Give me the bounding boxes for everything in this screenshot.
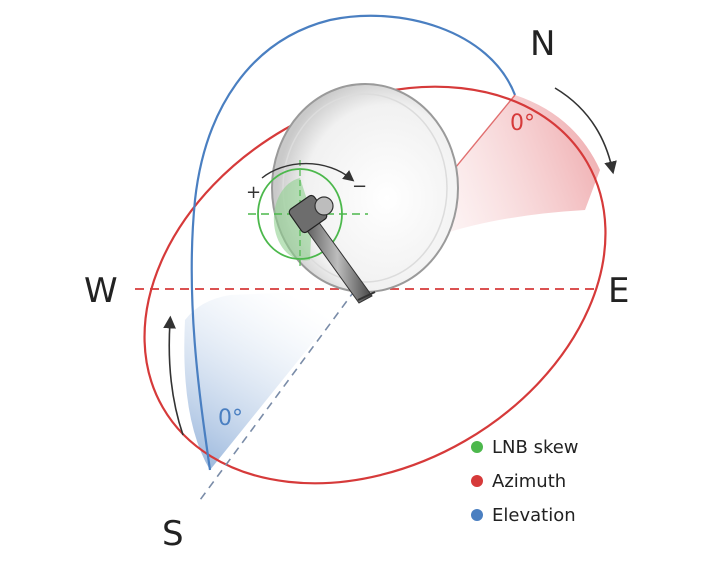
skew-minus-label: − [352, 176, 367, 197]
legend-dot-lnb-skew [471, 441, 483, 453]
elevation-reference-line [199, 289, 356, 501]
east-label: E [608, 271, 629, 311]
elevation-zero-label: 0° [218, 406, 243, 431]
legend-label-azimuth: Azimuth [492, 471, 566, 492]
elevation-rotation-arrow [163, 315, 184, 436]
azimuth-zero-label: 0° [510, 111, 535, 136]
west-label: W [84, 271, 118, 311]
legend: LNB skew Azimuth Elevation [471, 437, 579, 526]
legend-dot-elevation [471, 509, 483, 521]
elevation-curve [190, 14, 517, 471]
north-label: N [530, 24, 555, 64]
azimuth-rotation-arrow [554, 87, 617, 175]
elevation-shade [184, 290, 355, 470]
south-label: S [162, 514, 184, 554]
azimuth-ellipse [143, 85, 607, 485]
legend-label-elevation: Elevation [492, 505, 576, 526]
lnb-arm-icon [288, 194, 376, 304]
skew-plus-label: + [246, 182, 261, 203]
legend-dot-azimuth [471, 475, 483, 487]
legend-label-lnb-skew: LNB skew [492, 437, 579, 458]
